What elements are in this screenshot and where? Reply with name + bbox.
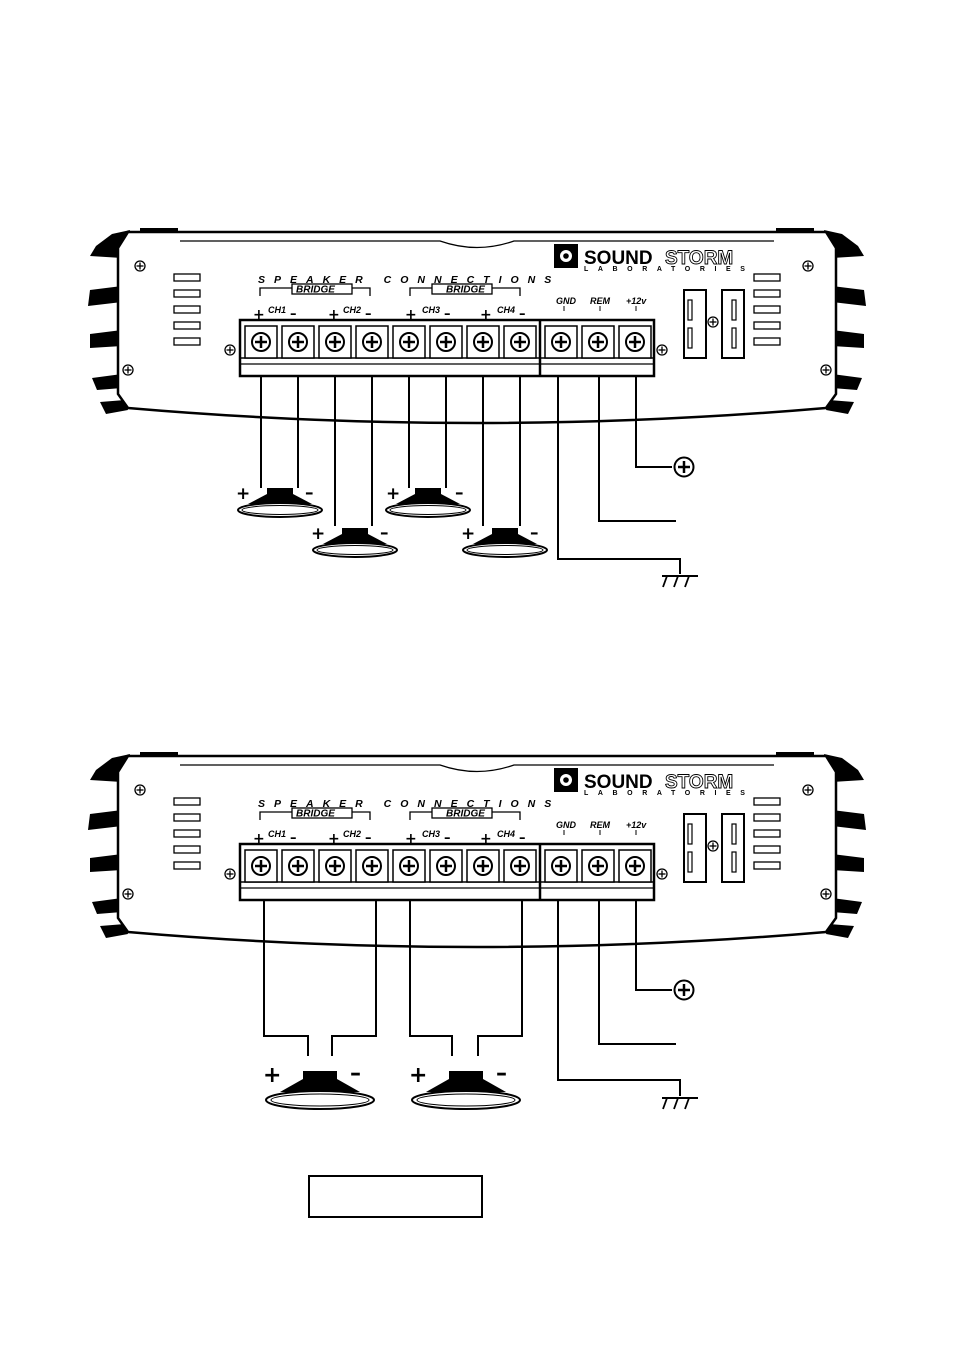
speaker-ch3-minus: – <box>455 483 464 503</box>
ch4-label: CH4 <box>497 305 515 315</box>
ch3-label-2: CH3 <box>422 829 440 839</box>
ch4-plus: + <box>480 307 492 323</box>
ch2-plus: + <box>328 307 340 323</box>
ch1-plus-2: + <box>253 831 265 847</box>
gnd-label-2: GND <box>556 820 577 830</box>
amplifier-4ch-diagram: SOUND STORM LABORATORIES SPEAKER CONNECT… <box>88 228 866 587</box>
speaker-ch1: + – <box>236 483 322 517</box>
amplifier-body: SOUND STORM LABORATORIES SPEAKER CONNECT… <box>88 228 866 423</box>
bridged-ch34-plus: + <box>409 1063 427 1088</box>
ground-icon-2 <box>662 1098 698 1109</box>
brand-subtitle-2: LABORATORIES <box>584 790 755 797</box>
ch2-label: CH2 <box>343 305 361 315</box>
bridge-label-ch12-2: BRIDGE <box>296 809 335 820</box>
plus12v-label: +12v <box>626 296 647 306</box>
amplifier-bridged-diagram: SOUND STORM LABORATORIES SPEAKER CONNECT… <box>88 752 866 1109</box>
ch4-minus-2: – <box>519 831 526 846</box>
bridged-ch12-plus: + <box>263 1063 281 1088</box>
ch2-minus-2: – <box>365 831 372 846</box>
ch3-label: CH3 <box>422 305 440 315</box>
ch3-plus: + <box>405 307 417 323</box>
positive-battery-icon <box>675 458 694 477</box>
positive-battery-icon-2 <box>675 981 694 1000</box>
ground-icon <box>662 576 698 587</box>
bridged-ch12-minus: – <box>350 1061 361 1086</box>
ch2-label-2: CH2 <box>343 829 361 839</box>
ch3-plus-2: + <box>405 831 417 847</box>
amplifier-body-bridged: SOUND STORM LABORATORIES SPEAKER CONNECT… <box>88 752 866 947</box>
ch2-minus: – <box>365 307 372 322</box>
ch3-minus-2: – <box>444 831 451 846</box>
ch3-minus: – <box>444 307 451 322</box>
gnd-label: GND <box>556 296 577 306</box>
speaker-ch2-plus: + <box>311 524 325 544</box>
caption-box <box>309 1176 482 1217</box>
rem-label-2: REM <box>590 820 611 830</box>
speaker-ch4-minus: – <box>530 523 539 543</box>
rem-label: REM <box>590 296 611 306</box>
speaker-ch4-plus: + <box>461 524 475 544</box>
ch4-plus-2: + <box>480 831 492 847</box>
bridged-speaker-ch12: + – <box>263 1061 374 1109</box>
speaker-ch4: + – <box>461 523 547 557</box>
bridged-speaker-ch34: + – <box>409 1061 520 1109</box>
speaker-ch3-plus: + <box>386 484 400 504</box>
bridge-label-ch34-2: BRIDGE <box>446 809 485 820</box>
speaker-ch1-plus: + <box>236 484 250 504</box>
brand-subtitle: LABORATORIES <box>584 266 755 273</box>
plus12v-label-2: +12v <box>626 820 647 830</box>
speaker-ch1-minus: – <box>305 483 314 503</box>
ch1-plus: + <box>253 307 265 323</box>
speaker-ch3: + – <box>386 483 470 517</box>
ch2-plus-2: + <box>328 831 340 847</box>
ch1-label-2: CH1 <box>268 829 286 839</box>
bridged-ch34-minus: – <box>496 1061 507 1086</box>
ch1-minus-2: – <box>290 831 297 846</box>
bridge-label-ch34: BRIDGE <box>446 285 485 296</box>
ch4-label-2: CH4 <box>497 829 515 839</box>
ch1-minus: – <box>290 307 297 322</box>
ch1-label: CH1 <box>268 305 286 315</box>
speaker-ch2-minus: – <box>380 523 389 543</box>
ch4-minus: – <box>519 307 526 322</box>
speaker-ch2: + – <box>311 523 397 557</box>
bridge-label-ch12: BRIDGE <box>296 285 335 296</box>
